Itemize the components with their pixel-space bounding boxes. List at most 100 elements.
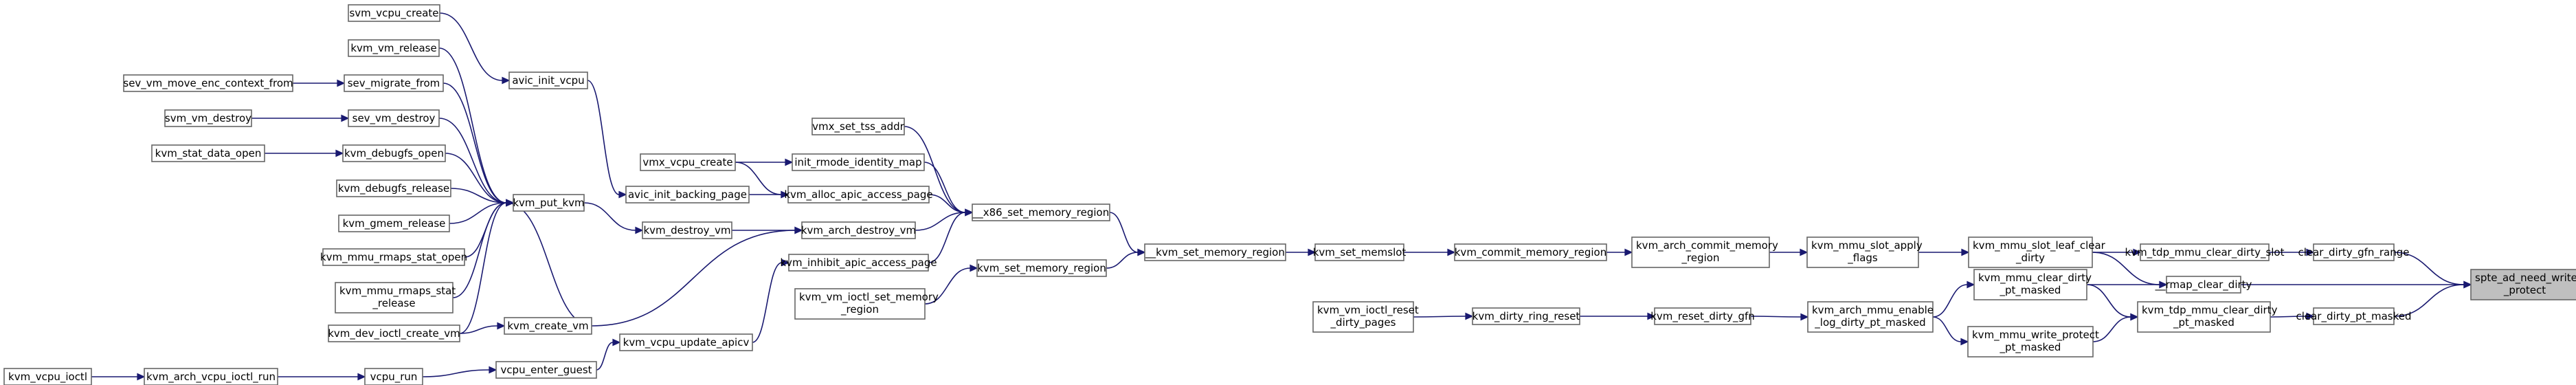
edge-line [915,212,966,231]
edge-arrowhead [965,208,974,217]
node-svm-vm-destroy[interactable]: svm_vm_destroy [164,109,252,127]
node-vcpu-enter-guest[interactable]: vcpu_enter_guest [495,361,597,379]
edge-line [904,126,966,213]
edge-line [2393,284,2465,317]
node-kvm-put-kvm[interactable]: kvm_put_kvm [513,194,585,212]
edge-arrowhead [794,226,803,234]
node-label-line: _pt_masked [2000,284,2061,297]
node-kvm-create-vm[interactable]: kvm_create_vm [504,317,592,335]
call-edge-kvm-tdp-mmu-clear-dirty-pt-masked-to-clear-dirty-pt-masked [2270,312,2315,320]
edge-arrowhead [785,158,794,166]
node-sev-vm-destroy[interactable]: sev_vm_destroy [348,109,440,127]
node-clear-dirty-pt-masked[interactable]: clear_dirty_pt_masked [2296,307,2412,325]
node-label-line: kvm_vm_release [350,42,436,55]
node-kvm-dirty-ring-reset[interactable]: kvm_dirty_ring_reset [1472,307,1580,325]
call-edge-kvm-arch-commit-memory-region-to-kvm-mmu-slot-apply-flags [1769,248,1808,256]
edge-arrowhead [502,76,511,85]
node-kvm-mmu-clear-dirty-pt-masked[interactable]: kvm_mmu_clear_dirty_pt_masked [1973,269,2092,300]
node-avic-init-vcpu[interactable]: avic_init_vcpu [508,72,588,89]
node-kvm-dev-ioctl-create-vm[interactable]: kvm_dev_ioctl_create_vm [328,324,460,342]
node-rmap-clear-dirty[interactable]: __rmap_clear_dirty [2155,276,2252,294]
call-edge-kvm-inhibit-apic-access-page-to-x86-set-memory-region [928,208,974,263]
node-kvm-alloc-apic-access-page[interactable]: kvm_alloc_apic_access_page [784,186,933,204]
edge-arrowhead [1800,313,1809,321]
node-kvm-reset-dirty-gfn[interactable]: kvm_reset_dirty_gfn [1650,307,1755,325]
node-init-rmode-identity-map[interactable]: init_rmode_identity_map [792,153,925,171]
node-label-line: kvm_alloc_apic_access_page [784,188,932,201]
node-clear-dirty-gfn-range[interactable]: clear_dirty_gfn_range [2298,243,2410,261]
node-label-line: vmx_vcpu_create [642,156,732,169]
call-edge-kvm-set-memslot-to-kvm-commit-memory-region [1404,248,1456,256]
edge-arrowhead [2463,280,2472,289]
node-kvm-arch-commit-memory-region[interactable]: kvm_arch_commit_memory_region [1631,236,1778,268]
node-vmx-vcpu-create[interactable]: vmx_vcpu_create [640,153,736,171]
node-kvm-mmu-slot-leaf-clear-dirty[interactable]: kvm_mmu_slot_leaf_clear_dirty [1968,236,2106,268]
node-kvm-mmu-slot-apply-flags[interactable]: kvm_mmu_slot_apply_flags [1806,236,1923,268]
call-edge-avic-init-backing-page-to-kvm-alloc-apic-access-page [748,190,789,199]
node-box [151,144,265,162]
call-edge-avic-init-vcpu-to-avic-init-backing-page [587,80,627,199]
node-kvm-set-memory-region-main[interactable]: __kvm_set_memory_region [1144,243,1286,261]
node-kvm-mmu-write-protect-pt-masked[interactable]: kvm_mmu_write_protect_pt_masked [1967,326,2099,358]
node-x86-set-memory-region[interactable]: __x86_set_memory_region [972,204,1110,221]
node-box [640,153,736,171]
node-avic-init-backing-page[interactable]: avic_init_backing_page [625,186,750,204]
node-box [348,4,440,22]
call-edge-sev-migrate-from-to-kvm-put-kvm [443,82,515,207]
node-kvm-arch-destroy-vm[interactable]: kvm_arch_destroy_vm [801,221,916,239]
node-kvm-stat-data-open[interactable]: kvm_stat_data_open [151,144,265,162]
edge-arrowhead [1137,248,1146,256]
node-kvm-vm-ioctl-set-memory-region[interactable]: kvm_vm_ioctl_set_memory_region [794,288,939,320]
node-kvm-arch-mmu-enable-log-dirty-pt-masked[interactable]: kvm_arch_mmu_enable_log_dirty_pt_masked [1807,301,1934,333]
edge-line [596,342,614,371]
call-edge-kvm-mmu-rmaps-stat-open-to-kvm-put-kvm [464,199,515,258]
call-edge-vcpu-enter-guest-to-kvm-vcpu-update-apicv [596,338,621,371]
edge-line [438,118,507,204]
edge-line [443,82,507,204]
node-vcpu-run[interactable]: vcpu_run [364,368,423,385]
node-label-line: _pt_masked [2173,316,2235,329]
node-kvm-vm-release[interactable]: kvm_vm_release [348,39,440,57]
edge-line [445,153,507,204]
node-label-line: kvm_tdp_mmu_clear_dirty [2142,304,2278,317]
node-kvm-debugfs-open[interactable]: kvm_debugfs_open [342,144,446,162]
node-box [123,74,293,92]
node-kvm-vm-ioctl-reset-dirty-pages[interactable]: kvm_vm_ioctl_reset_dirty_pages [1312,301,1419,333]
node-svm-vcpu-create[interactable]: svm_vcpu_create [348,4,440,22]
node-vmx-set-tss-addr[interactable]: vmx_set_tss_addr [811,118,905,135]
edge-line [591,230,796,327]
node-box [364,368,423,385]
node-sev-vm-move-enc-context-from[interactable]: sev_vm_move_enc_context_from [123,74,293,92]
node-kvm-commit-memory-region[interactable]: kvm_commit_memory_region [1454,243,1607,261]
edge-arrowhead [1961,248,1970,256]
node-box [348,109,440,127]
node-kvm-set-memslot[interactable]: kvm_set_memslot [1313,243,1407,261]
edge-line [459,202,507,334]
node-kvm-arch-vcpu-ioctl-run[interactable]: kvm_arch_vcpu_ioctl_run [144,368,278,385]
node-kvm-set-memory-region[interactable]: kvm_set_memory_region [976,259,1107,277]
node-label-line: kvm_tdp_mmu_clear_dirty_slot [2125,246,2285,259]
edge-arrowhead [1967,280,1975,289]
node-kvm-mmu-rmaps-stat-release[interactable]: kvm_mmu_rmaps_stat_release [335,282,456,314]
node-label-line: kvm_inhibit_apic_access_page [780,256,937,270]
node-kvm-mmu-rmaps-stat-open[interactable]: kvm_mmu_rmaps_stat_open [320,248,467,266]
edge-line [2092,252,2160,285]
node-kvm-inhibit-apic-access-page[interactable]: kvm_inhibit_apic_access_page [780,254,937,272]
node-sev-migrate-from[interactable]: sev_migrate_from [344,74,444,92]
node-kvm-gmem-release[interactable]: kvm_gmem_release [338,214,450,232]
node-label-line: sev_vm_move_enc_context_from [123,77,293,90]
node-target[interactable]: spte_ad_need_write_protect [2470,269,2576,300]
call-edge-kvm-set-memory-region-to-kvm-set-memory-region-main [1106,248,1146,269]
call-edge-svm-vm-destroy-to-sev-vm-destroy [251,114,350,122]
node-box [1454,243,1607,261]
node-kvm-tdp-mmu-clear-dirty-pt-masked[interactable]: kvm_tdp_mmu_clear_dirty_pt_masked [2137,301,2278,333]
node-kvm-debugfs-release[interactable]: kvm_debugfs_release [336,179,451,197]
node-kvm-tdp-mmu-clear-dirty-slot[interactable]: kvm_tdp_mmu_clear_dirty_slot [2125,243,2285,261]
node-kvm-vcpu-ioctl[interactable]: kvm_vcpu_ioctl [3,368,92,385]
call-edge-kvm-tdp-mmu-clear-dirty-slot-to-clear-dirty-gfn-range [2269,248,2315,256]
edge-line [923,162,966,213]
call-edge-kvm-arch-vcpu-ioctl-run-to-vcpu-run [277,373,366,381]
node-kvm-destroy-vm[interactable]: kvm_destroy_vm [642,221,732,239]
node-box [2140,243,2270,261]
node-kvm-vcpu-update-apicv[interactable]: kvm_vcpu_update_apicv [619,333,753,351]
